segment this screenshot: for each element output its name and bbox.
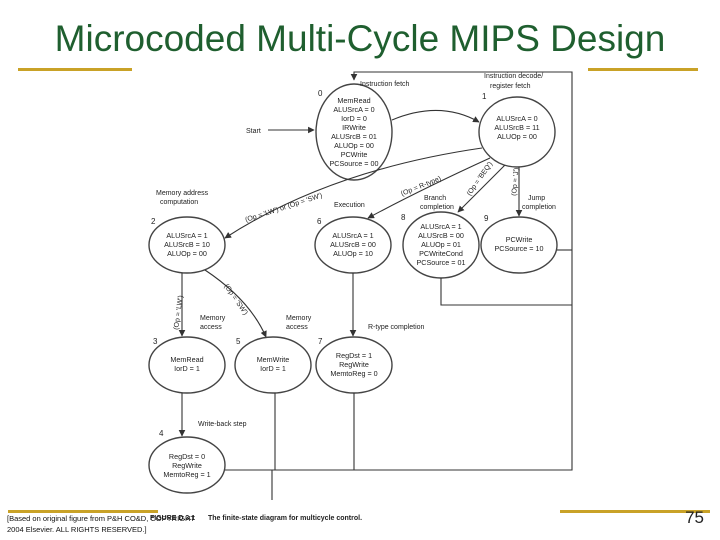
state-9-line: PCSource = 10: [495, 244, 544, 253]
state-6-number: 6: [317, 217, 322, 226]
state-8-line: PCSource = 01: [417, 258, 466, 267]
state-0-line: PCWrite: [341, 150, 368, 159]
phase-memory-address-line: computation: [160, 199, 198, 206]
page-number: 75: [685, 508, 704, 527]
state-0-line: MemRead: [337, 96, 370, 105]
phase-decode-line: register fetch: [490, 83, 531, 90]
state-8-line: ALUOp = 01: [421, 240, 461, 249]
state-6-line: ALUOp = 10: [333, 249, 373, 258]
state-9-circle: [480, 216, 558, 274]
state-0-line: ALUSrcA = 0: [333, 105, 374, 114]
state-1-line: ALUSrcA = 0: [496, 114, 537, 123]
state-3-circle: [148, 336, 226, 394]
condition-sw: (Op = 'SW'): [222, 283, 248, 316]
phase-rtype-completion: R-type completion: [368, 324, 425, 331]
condition-lw: (Op = 'LW'): [173, 295, 185, 330]
footer-rule-right: [560, 510, 710, 513]
phase-write-back: Write-back step: [198, 421, 247, 428]
arrow-2-5: [204, 269, 267, 338]
condition-lw-sw: (Op = 'LW') or (Op = 'SW'): [244, 192, 323, 224]
state-3-line: MemRead: [170, 355, 203, 364]
state-5-line: IorD = 1: [260, 364, 286, 373]
state-0-line: IRWrite: [342, 123, 366, 132]
state-7-line: RegWrite: [339, 360, 369, 369]
state-4-line: RegDst = 0: [169, 452, 205, 461]
state-3-number: 3: [153, 337, 158, 346]
phase-memory-access-line: access: [286, 324, 308, 331]
state-5-line: MemWrite: [257, 355, 290, 364]
state-4-circle: [148, 436, 226, 494]
phase-memory-access-line: Memory: [200, 315, 226, 322]
state-6-line: ALUSrcA = 1: [332, 231, 373, 240]
arrow-1-8: [457, 164, 506, 213]
figure-caption-text: The finite-state diagram for multicycle …: [208, 515, 362, 522]
credit-line: [Based on original figure from P&H CO&D,…: [7, 514, 195, 523]
state-8-line: ALUSrcA = 1: [420, 222, 461, 231]
return-line-8: [440, 278, 572, 306]
return-bus: [271, 71, 573, 500]
state-4-number: 4: [159, 429, 164, 438]
condition-beq: (Op = 'BEQ'): [466, 161, 494, 197]
phase-memory-access-line: access: [200, 324, 222, 331]
state-0-line: ALUSrcB = 01: [331, 132, 377, 141]
state-0-line: ALUOp = 00: [334, 141, 374, 150]
start-label: Start: [246, 128, 261, 135]
state-5-circle: [234, 336, 312, 394]
phase-memory-address-line: Memory address: [156, 190, 209, 197]
phase-jump-line: completion: [522, 204, 556, 211]
slide-title: Microcoded Multi-Cycle MIPS Design: [54, 18, 666, 59]
credit-note: [Based on original figure from P&H CO&D,…: [7, 513, 195, 535]
state-0-line: PCSource = 00: [330, 159, 379, 168]
state-4-line: RegWrite: [172, 461, 202, 470]
title-underline-left: [18, 68, 132, 71]
state-2-line: ALUSrcB = 10: [164, 240, 210, 249]
state-2-circle: [148, 216, 226, 274]
credit-line: 2004 Elsevier. ALL RIGHTS RESERVED.]: [7, 525, 147, 534]
state-7-line: RegDst = 1: [336, 351, 372, 360]
state-5-number: 5: [236, 337, 241, 346]
return-line-7: [275, 393, 355, 471]
phase-jump-line: Jump: [528, 195, 545, 202]
state-8-line: PCWriteCond: [419, 249, 463, 258]
phase-instruction-fetch: Instruction fetch: [360, 81, 410, 88]
phase-memory-access-line: Memory: [286, 315, 312, 322]
state-6-line: ALUSrcB = 00: [330, 240, 376, 249]
state-3-line: IorD = 1: [174, 364, 200, 373]
state-1-circle: [478, 96, 556, 168]
phase-branch-line: Branch: [424, 195, 446, 202]
arrow-0-1: [391, 109, 480, 123]
state-1-line: ALUSrcB = 11: [494, 123, 539, 132]
state-9-number: 9: [484, 214, 489, 223]
state-0-number: 0: [318, 89, 323, 98]
state-2-line: ALUSrcA = 1: [166, 231, 207, 240]
state-0-line: IorD = 0: [341, 114, 367, 123]
phase-branch-line: completion: [420, 204, 454, 211]
figure-caption-label: FIGURE D.3.1: [150, 515, 195, 522]
state-1-number: 1: [482, 92, 487, 101]
footer-rule-left: [8, 510, 158, 513]
condition-jump: (Op = 'J'): [511, 168, 520, 197]
arrow-1-2: [224, 147, 483, 239]
state-7-line: MemtoReg = 0: [330, 369, 377, 378]
phase-decode-line: Instruction decode/: [484, 73, 543, 80]
state-9-line: PCWrite: [506, 235, 533, 244]
state-8-number: 8: [401, 213, 406, 222]
arrow-1-6: [367, 157, 491, 219]
state-2-line: ALUOp = 00: [167, 249, 207, 258]
state-2-number: 2: [151, 217, 156, 226]
state-7-number: 7: [318, 337, 323, 346]
phase-execution: Execution: [334, 202, 365, 209]
state-8-line: ALUSrcB = 00: [418, 231, 464, 240]
state-4-line: MemtoReg = 1: [163, 470, 210, 479]
state-1-line: ALUOp = 00: [497, 132, 537, 141]
title-underline-right: [588, 68, 698, 71]
